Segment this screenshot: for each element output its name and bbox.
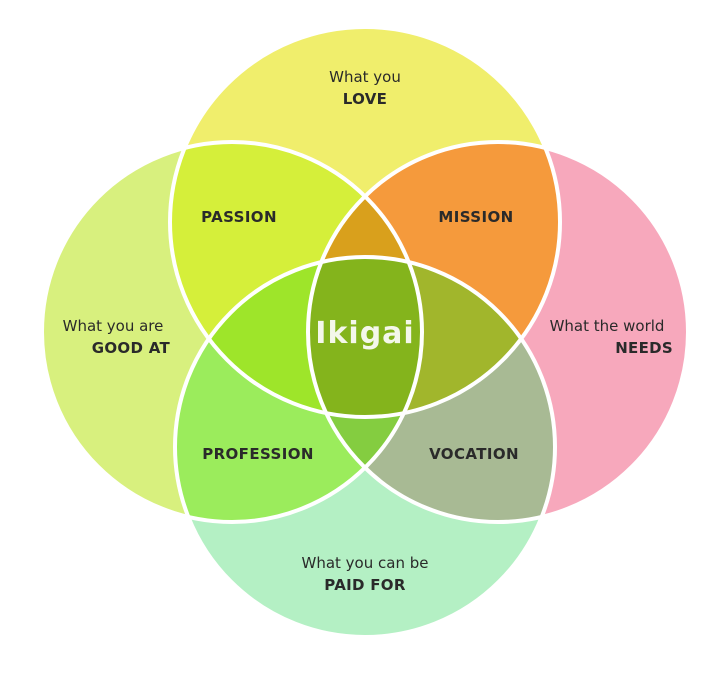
passion-label: PASSION [201, 208, 277, 226]
profession-label: PROFESSION [202, 445, 314, 463]
zone-needs-love-paid [308, 257, 555, 417]
good-at-label-line2: GOOD AT [92, 339, 171, 357]
love-label-line1: What you [329, 68, 401, 86]
good-at-label-line1: What you are [63, 317, 164, 335]
paid-for-label-line1: What you can be [302, 554, 429, 572]
mission-label: MISSION [438, 208, 513, 226]
needs-label-line2: NEEDS [615, 339, 673, 357]
zone-good-love-paid [175, 257, 422, 417]
circle-outlines [40, 25, 690, 639]
vocation-label: VOCATION [429, 445, 519, 463]
needs-label-line1: What the world [550, 317, 665, 335]
love-label-line2: LOVE [343, 90, 387, 108]
ikigai-label: Ikigai [315, 316, 414, 351]
paid-for-label-line2: PAID FOR [324, 576, 406, 594]
